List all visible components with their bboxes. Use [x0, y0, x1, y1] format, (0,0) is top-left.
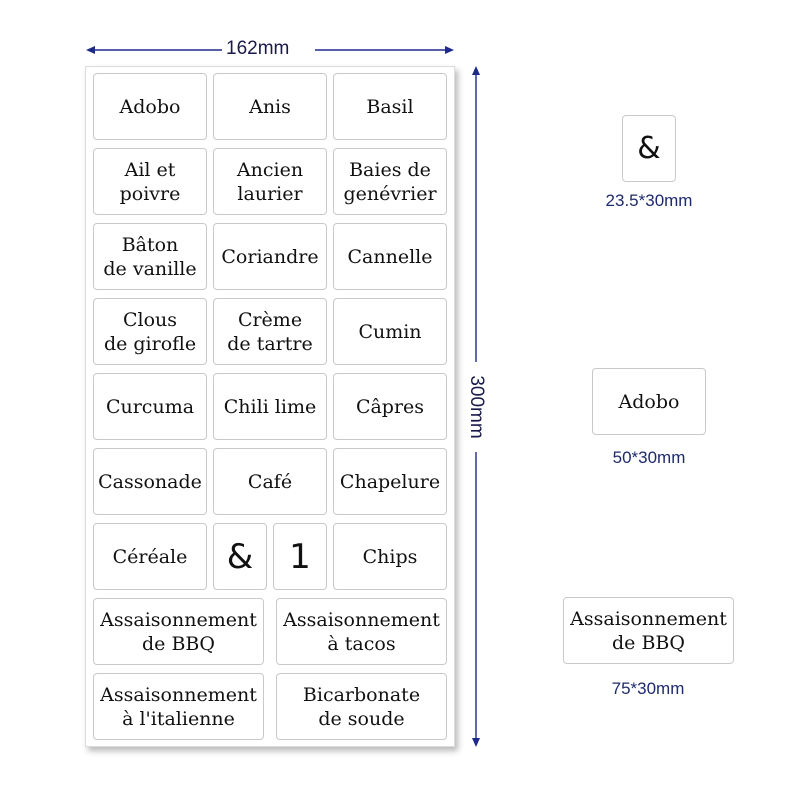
sample-medium-label: Adobo	[592, 368, 706, 435]
label-cereale: Céréale	[93, 523, 207, 590]
label-clous-de-girofle: Clous de girofle	[93, 298, 207, 365]
height-dimension-label: 300mm	[466, 375, 487, 439]
label-adobo: Adobo	[93, 73, 207, 140]
height-arrow-top-head	[472, 66, 480, 75]
width-arrow-left-head	[86, 46, 95, 54]
height-arrow-bottom-head	[472, 738, 480, 747]
label-assaisonnement-bbq: Assaisonnement de BBQ	[93, 598, 264, 665]
label-curcuma: Curcuma	[93, 373, 207, 440]
label-sheet: Adobo Anis Basil Ail et poivre Ancien la…	[85, 66, 455, 747]
sample-small-size: 23.5*30mm	[605, 191, 693, 210]
label-baton-de-vanille: Bâton de vanille	[93, 223, 207, 290]
label-chili-lime: Chili lime	[213, 373, 327, 440]
label-assaisonnement-tacos: Assaisonnement à tacos	[276, 598, 447, 665]
sample-medium-size: 50*30mm	[612, 448, 686, 467]
label-chips: Chips	[333, 523, 447, 590]
label-ancien-laurier: Ancien laurier	[213, 148, 327, 215]
label-ail-et-poivre: Ail et poivre	[93, 148, 207, 215]
label-cannelle: Cannelle	[333, 223, 447, 290]
label-anis: Anis	[213, 73, 327, 140]
label-chapelure: Chapelure	[333, 448, 447, 515]
label-bicarbonate-de-soude: Bicarbonate de soude	[276, 673, 447, 740]
sample-large-label: Assaisonnement de BBQ	[563, 597, 734, 664]
label-cafe: Café	[213, 448, 327, 515]
label-cumin: Cumin	[333, 298, 447, 365]
label-cassonade: Cassonade	[93, 448, 207, 515]
sample-small-label: &	[622, 115, 676, 182]
label-ampersand: &	[213, 523, 267, 590]
label-basil: Basil	[333, 73, 447, 140]
label-assaisonnement-italienne: Assaisonnement à l'italienne	[93, 673, 264, 740]
label-capres: Câpres	[333, 373, 447, 440]
width-arrow-right-head	[445, 46, 454, 54]
label-baies-de-genevrier: Baies de genévrier	[333, 148, 447, 215]
width-dimension-label: 162mm	[226, 38, 290, 59]
label-number-one: 1	[273, 523, 327, 590]
label-coriandre: Coriandre	[213, 223, 327, 290]
sample-large-size: 75*30mm	[611, 679, 685, 698]
label-creme-de-tartre: Crème de tartre	[213, 298, 327, 365]
